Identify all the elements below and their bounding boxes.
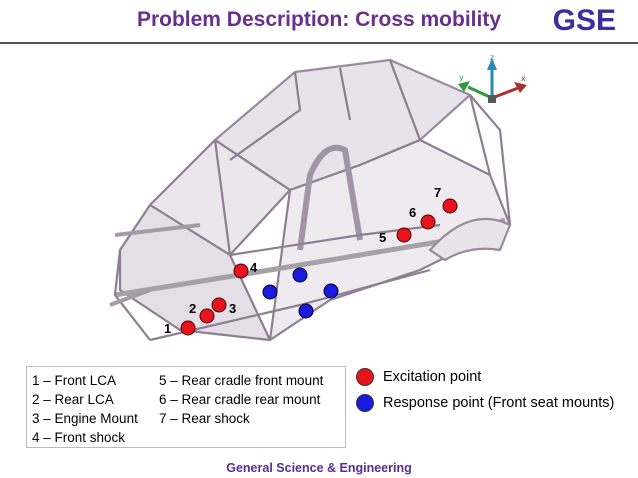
legend-item: 2 – Rear LCA xyxy=(32,392,114,407)
excitation-point-1 xyxy=(180,320,196,336)
response-point xyxy=(298,303,314,319)
response-point xyxy=(262,284,278,300)
response-key-label: Response point (Front seat mounts) xyxy=(383,395,615,411)
response-points xyxy=(262,267,339,319)
response-point xyxy=(323,283,339,299)
vehicle-frame-figure: z x y 1 2 3 4 5 6 7 xyxy=(109,53,527,342)
x-axis-label: x xyxy=(521,74,526,83)
point-label-5: 5 xyxy=(379,230,386,245)
legend-item: 3 – Engine Mount xyxy=(32,411,138,426)
point-label-2: 2 xyxy=(189,301,196,316)
excitation-point-3 xyxy=(211,297,227,313)
excitation-point-4 xyxy=(233,263,249,279)
y-axis-label: y xyxy=(459,73,464,82)
excitation-point-2 xyxy=(199,308,215,324)
legend-item: 4 – Front shock xyxy=(32,430,126,445)
point-label-3: 3 xyxy=(229,301,236,316)
footer: General Science & Engineering xyxy=(226,461,412,475)
title-divider xyxy=(0,42,638,44)
point-label-6: 6 xyxy=(409,205,416,220)
excitation-key-marker xyxy=(356,368,374,386)
excitation-key: Excitation point xyxy=(356,368,481,386)
point-label-4: 4 xyxy=(250,260,258,275)
axis-triad: z x y xyxy=(458,53,527,103)
excitation-key-label: Excitation point xyxy=(383,369,482,385)
point-label-1: 1 xyxy=(164,321,171,336)
z-axis-label: z xyxy=(490,53,494,62)
excitation-point-5 xyxy=(396,227,412,243)
legend-column-2: 5 – Rear cradle front mount 6 – Rear cra… xyxy=(159,371,323,428)
logo: GSE xyxy=(552,4,616,37)
response-key: Response point (Front seat mounts) xyxy=(356,394,614,412)
response-key-marker xyxy=(356,394,374,412)
excitation-points xyxy=(180,198,458,336)
page-title: Problem Description: Cross mobility xyxy=(136,8,502,31)
excitation-point-7 xyxy=(442,198,458,214)
legend-item: 1 – Front LCA xyxy=(32,373,117,388)
legend-item: 7 – Rear shock xyxy=(159,411,250,426)
legend-column-1: 1 – Front LCA 2 – Rear LCA 3 – Engine Mo… xyxy=(32,371,138,447)
legend-item: 6 – Rear cradle rear mount xyxy=(159,392,321,407)
excitation-point-6 xyxy=(420,214,436,230)
point-label-7: 7 xyxy=(434,185,441,200)
point-legend: 1 – Front LCA 2 – Rear LCA 3 – Engine Mo… xyxy=(26,366,346,448)
response-point xyxy=(292,267,308,283)
legend-item: 5 – Rear cradle front mount xyxy=(159,373,324,388)
